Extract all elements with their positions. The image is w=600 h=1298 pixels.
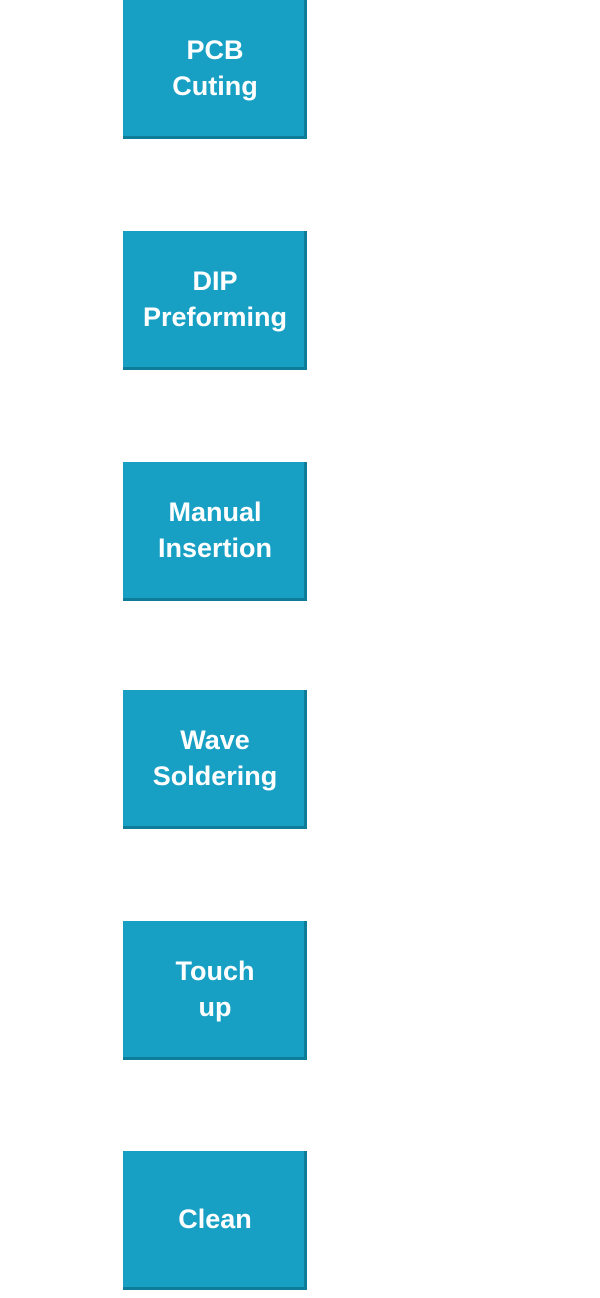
step-label: Wave Soldering xyxy=(152,725,278,791)
step-label: DIP Preforming xyxy=(142,266,288,332)
step-touch-up: Touch up xyxy=(123,921,307,1060)
step-manual-insertion: Manual Insertion xyxy=(123,462,307,601)
step-label: Touch up xyxy=(175,956,255,1022)
step-clean: Clean xyxy=(123,1151,307,1290)
step-label: Clean xyxy=(178,1204,252,1234)
step-label: PCB Cuting xyxy=(172,35,258,101)
step-label: Manual Insertion xyxy=(157,497,272,563)
step-pcb-cutting: PCB Cuting xyxy=(123,0,307,139)
step-wave-soldering: Wave Soldering xyxy=(123,690,307,829)
step-dip-preforming: DIP Preforming xyxy=(123,231,307,370)
